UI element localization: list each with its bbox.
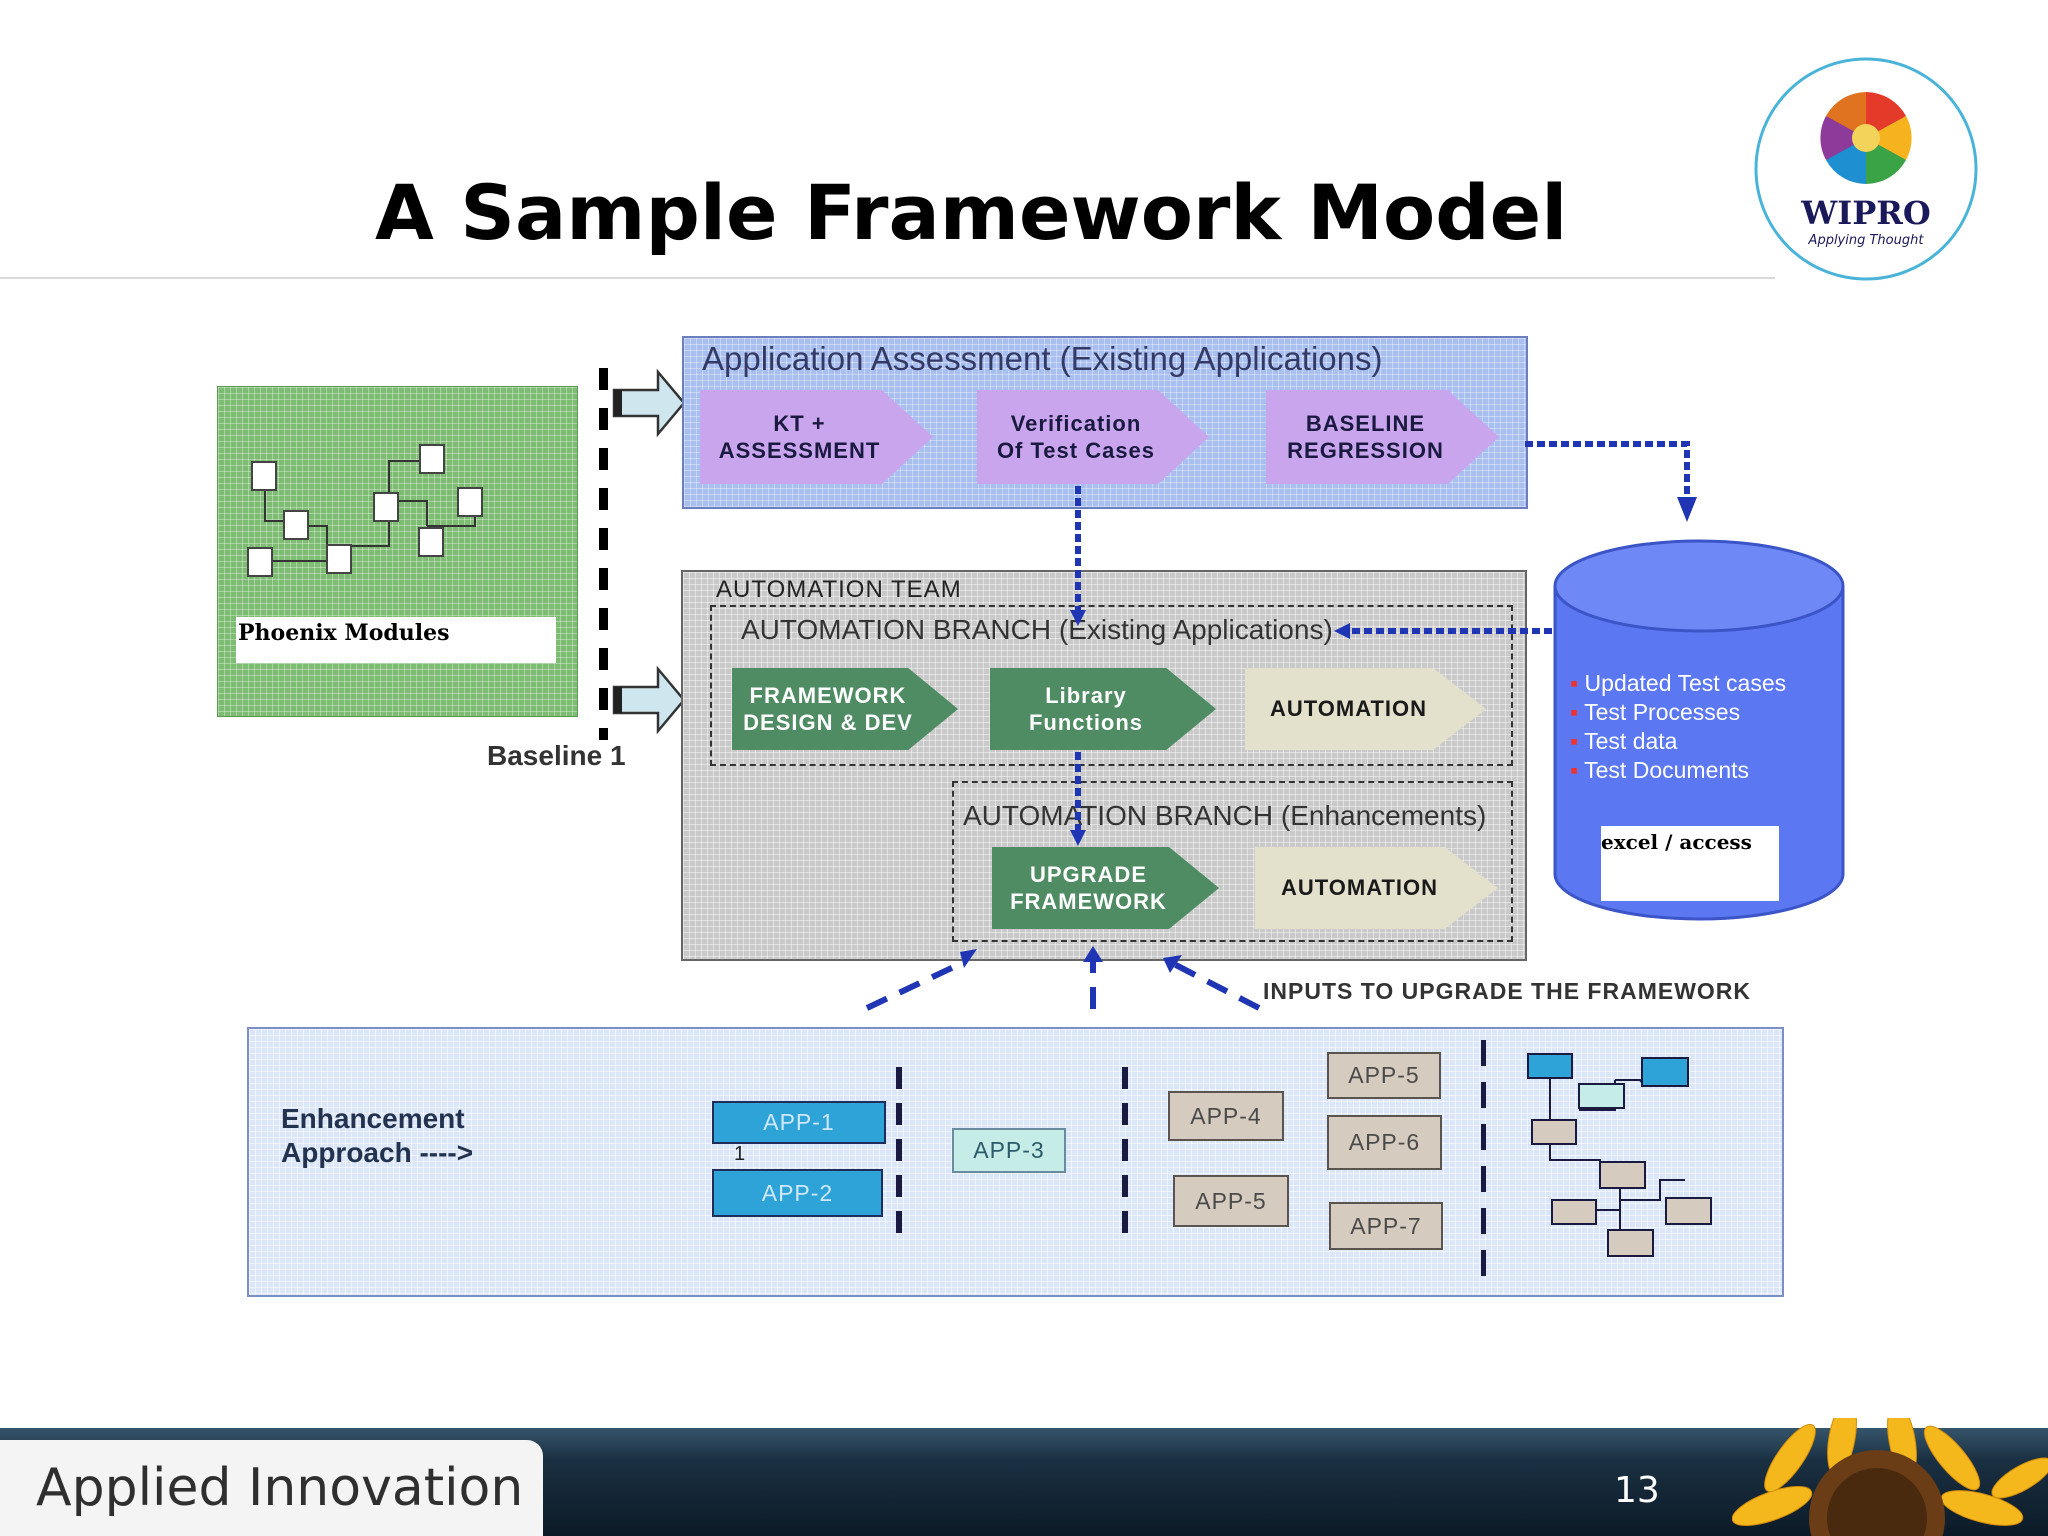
- assessment-title: Application Assessment (Existing Applica…: [702, 340, 1383, 377]
- module-square: [457, 487, 483, 517]
- verification-test-cases-step: Verification Of Test Cases: [977, 390, 1209, 484]
- app-1: APP-1: [712, 1101, 886, 1144]
- automation-enhancement-step: AUTOMATION: [1255, 847, 1498, 929]
- group-divider: [1122, 1067, 1128, 1234]
- upgrade-framework-step: UPGRADE FRAMEWORK: [992, 847, 1219, 929]
- app-4: APP-4: [1168, 1091, 1284, 1141]
- title-divider: [0, 277, 1775, 279]
- wipro-logo: WIPRO Applying Thought: [1753, 56, 1979, 282]
- baseline-divider: [599, 368, 608, 740]
- phoenix-label-box: [236, 617, 556, 663]
- logo-tagline: Applying Thought: [1808, 233, 1925, 248]
- library-functions-step: Library Functions: [990, 668, 1216, 750]
- phoenix-to-assessment-arrow: [612, 368, 686, 438]
- page-number: 13: [1614, 1470, 1660, 1511]
- module-square: [326, 544, 352, 574]
- app-5-lower: APP-5: [1173, 1175, 1289, 1227]
- footer-brand: Applied Innovation: [36, 1458, 524, 1518]
- app-2: APP-2: [712, 1169, 883, 1217]
- module-square: [418, 527, 444, 557]
- module-square: [251, 461, 277, 491]
- group-divider: [896, 1067, 902, 1234]
- enhancement-branch-box: [952, 781, 1513, 942]
- app-3: APP-3: [952, 1128, 1066, 1173]
- repository-item: ▪ Test data: [1570, 728, 1678, 754]
- framework-design-step: FRAMEWORK DESIGN & DEV: [732, 668, 958, 750]
- repository-item: ▪ Test Processes: [1570, 699, 1741, 725]
- page-title: A Sample Framework Model: [375, 168, 1568, 257]
- enhancement-branch-title: AUTOMATION BRANCH (Enhancements): [963, 800, 1487, 831]
- app-7: APP-7: [1329, 1202, 1443, 1250]
- existing-branch-title: AUTOMATION BRANCH (Existing Applications…: [741, 614, 1333, 645]
- sunflower-icon: [1732, 1418, 2048, 1536]
- phoenix-label: Phoenix Modules: [238, 620, 450, 646]
- inputs-to-upgrade-label: INPUTS TO UPGRADE THE FRAMEWORK: [1263, 978, 1752, 1004]
- module-square: [247, 547, 273, 577]
- app-1-subscript: 1: [734, 1143, 746, 1165]
- baseline-regression-step: BASELINE REGRESSION: [1266, 390, 1499, 484]
- footer-brand-tab: [0, 1440, 543, 1536]
- app-network-diagram: [1527, 1053, 1712, 1257]
- group-divider: [1481, 1040, 1486, 1290]
- app-6: APP-6: [1327, 1115, 1442, 1170]
- automation-existing-step: AUTOMATION: [1245, 668, 1486, 750]
- app-5-upper: APP-5: [1327, 1052, 1441, 1099]
- repository-item: ▪ Updated Test cases: [1570, 670, 1787, 696]
- module-square: [419, 444, 445, 474]
- existing-branch-box: [710, 605, 1513, 766]
- baseline-label: Baseline 1: [487, 740, 626, 771]
- logo-name: WIPRO: [1800, 194, 1930, 232]
- enhancement-label-line2: Approach ---->: [281, 1137, 474, 1168]
- storage-label-box: [1601, 826, 1779, 901]
- repository-items: ▪ Updated Test cases ▪ Test Processes ▪ …: [1570, 669, 1800, 785]
- phoenix-to-automation-arrow: [612, 665, 686, 735]
- automation-team-title: AUTOMATION TEAM: [716, 576, 962, 603]
- enhancement-label-line1: Enhancement: [281, 1103, 465, 1134]
- module-square: [373, 492, 399, 522]
- storage-label: excel / access: [1601, 830, 1752, 854]
- module-square: [283, 510, 309, 540]
- repository-item: ▪ Test Documents: [1570, 757, 1750, 783]
- kt-assessment-step: KT + ASSESSMENT: [700, 390, 933, 484]
